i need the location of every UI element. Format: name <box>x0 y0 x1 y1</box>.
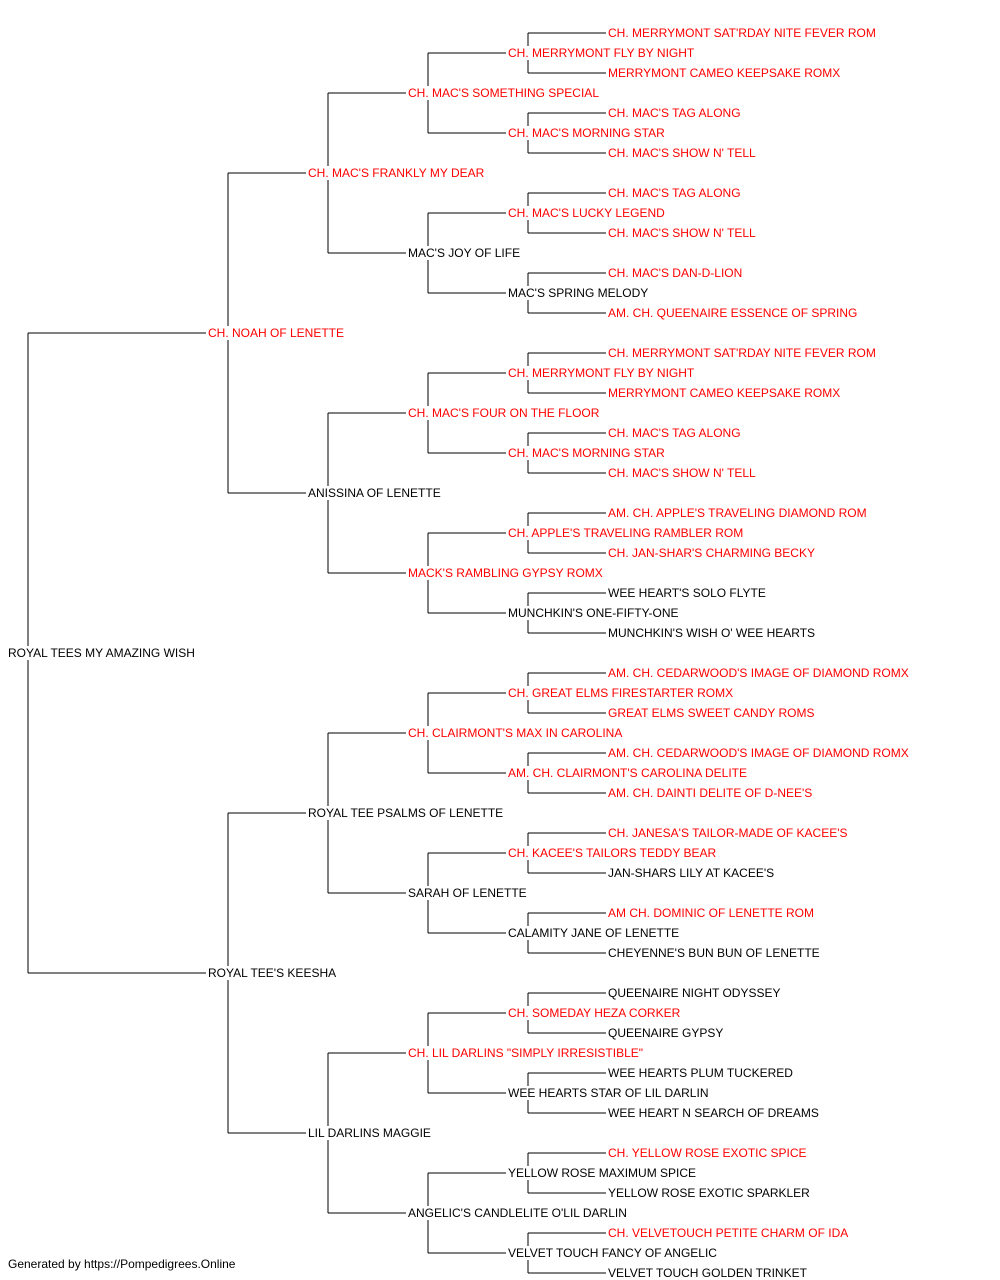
dog-name-gen-5: AM. CH. CEDARWOOD'S IMAGE OF DIAMOND ROM… <box>608 746 911 760</box>
dog-name-gen-3: SARAH OF LENETTE <box>408 886 529 900</box>
dog-name-gen-5: JAN-SHARS LILY AT KACEE'S <box>608 866 777 880</box>
dog-name-gen-5: WEE HEARTS PLUM TUCKERED <box>608 1066 795 1080</box>
dog-name-gen-5: CH. YELLOW ROSE EXOTIC SPICE <box>608 1146 809 1160</box>
dog-name-gen-5: CH. MERRYMONT SAT'RDAY NITE FEVER ROM <box>608 26 878 40</box>
dog-name-gen-3: MAC'S JOY OF LIFE <box>408 246 523 260</box>
dog-name-gen-4: CH. MAC'S LUCKY LEGEND <box>508 206 667 220</box>
dog-name-gen-4: CH. GREAT ELMS FIRESTARTER ROMX <box>508 686 736 700</box>
dog-name-gen-4: MAC'S SPRING MELODY <box>508 286 651 300</box>
dog-name-gen-5: CH. MERRYMONT SAT'RDAY NITE FEVER ROM <box>608 346 878 360</box>
dog-name-gen-5: GREAT ELMS SWEET CANDY ROMS <box>608 706 817 720</box>
dog-name-gen-5: CH. MAC'S SHOW N' TELL <box>608 226 758 240</box>
dog-name-gen-4: CH. MAC'S MORNING STAR <box>508 126 667 140</box>
dog-name-gen-4: CH. KACEE'S TAILORS TEDDY BEAR <box>508 846 719 860</box>
dog-name-gen-5: WEE HEART N SEARCH OF DREAMS <box>608 1106 821 1120</box>
dog-name-gen-5: CH. MAC'S TAG ALONG <box>608 186 743 200</box>
dog-name-gen-1: CH. NOAH OF LENETTE <box>208 326 347 340</box>
dog-name-gen-2: ROYAL TEE PSALMS OF LENETTE <box>308 806 506 820</box>
dog-name-gen-5: AM. CH. DAINTI DELITE OF D-NEE'S <box>608 786 815 800</box>
dog-name-gen-5: QUEENAIRE NIGHT ODYSSEY <box>608 986 783 1000</box>
dog-name-gen-5: MERRYMONT CAMEO KEEPSAKE ROMX <box>608 386 843 400</box>
dog-name-gen-3: CH. MAC'S SOMETHING SPECIAL <box>408 86 601 100</box>
dog-name-gen-3: MACK'S RAMBLING GYPSY ROMX <box>408 566 605 580</box>
dog-name-gen-4: CH. MAC'S MORNING STAR <box>508 446 667 460</box>
dog-name-gen-5: CH. MAC'S SHOW N' TELL <box>608 466 758 480</box>
dog-name-gen-5: AM. CH. QUEENAIRE ESSENCE OF SPRING <box>608 306 860 320</box>
dog-name-gen-5: CH. MAC'S SHOW N' TELL <box>608 146 758 160</box>
dog-name-gen-4: WEE HEARTS STAR OF LIL DARLIN <box>508 1086 711 1100</box>
dog-name-gen-5: CH. MAC'S TAG ALONG <box>608 426 743 440</box>
dog-name-gen-5: CH. MAC'S TAG ALONG <box>608 106 743 120</box>
dog-name-gen-2: CH. MAC'S FRANKLY MY DEAR <box>308 166 487 180</box>
dog-name-gen-5: MERRYMONT CAMEO KEEPSAKE ROMX <box>608 66 843 80</box>
dog-name-gen-5: CH. VELVETOUCH PETITE CHARM OF IDA <box>608 1226 851 1240</box>
dog-name-gen-5: QUEENAIRE GYPSY <box>608 1026 726 1040</box>
dog-name-gen-4: CH. SOMEDAY HEZA CORKER <box>508 1006 683 1020</box>
dog-name-gen-0: ROYAL TEES MY AMAZING WISH <box>8 646 197 660</box>
dog-name-gen-5: YELLOW ROSE EXOTIC SPARKLER <box>608 1186 812 1200</box>
dog-name-gen-5: AM CH. DOMINIC OF LENETTE ROM <box>608 906 817 920</box>
dog-name-gen-4: CH. APPLE'S TRAVELING RAMBLER ROM <box>508 526 746 540</box>
dog-name-gen-1: ROYAL TEE'S KEESHA <box>208 966 339 980</box>
dog-name-gen-4: MUNCHKIN'S ONE-FIFTY-ONE <box>508 606 681 620</box>
dog-name-gen-5: CH. JAN-SHAR'S CHARMING BECKY <box>608 546 817 560</box>
dog-name-gen-4: VELVET TOUCH FANCY OF ANGELIC <box>508 1246 719 1260</box>
dog-name-gen-2: ANISSINA OF LENETTE <box>308 486 443 500</box>
dog-name-gen-4: CH. MERRYMONT FLY BY NIGHT <box>508 46 697 60</box>
dog-name-gen-5: VELVET TOUCH GOLDEN TRINKET <box>608 1266 809 1280</box>
dog-name-gen-3: CH. MAC'S FOUR ON THE FLOOR <box>408 406 602 420</box>
dog-name-gen-3: CH. LIL DARLINS "SIMPLY IRRESISTIBLE" <box>408 1046 646 1060</box>
dog-name-gen-2: LIL DARLINS MAGGIE <box>308 1126 433 1140</box>
dog-name-gen-5: WEE HEART'S SOLO FLYTE <box>608 586 768 600</box>
dog-name-gen-5: AM. CH. CEDARWOOD'S IMAGE OF DIAMOND ROM… <box>608 666 911 680</box>
dog-name-gen-5: CH. JANESA'S TAILOR-MADE OF KACEE'S <box>608 826 850 840</box>
dog-name-gen-3: CH. CLAIRMONT'S MAX IN CAROLINA <box>408 726 625 740</box>
dog-name-gen-5: AM. CH. APPLE'S TRAVELING DIAMOND ROM <box>608 506 869 520</box>
generator-credit: Generated by https://Pompedigrees.Online <box>8 1257 236 1271</box>
dog-name-gen-4: CALAMITY JANE OF LENETTE <box>508 926 682 940</box>
dog-name-gen-5: MUNCHKIN'S WISH O' WEE HEARTS <box>608 626 818 640</box>
dog-name-gen-4: CH. MERRYMONT FLY BY NIGHT <box>508 366 697 380</box>
dog-name-gen-4: YELLOW ROSE MAXIMUM SPICE <box>508 1166 699 1180</box>
dog-name-gen-3: ANGELIC'S CANDLELITE O'LIL DARLIN <box>408 1206 629 1220</box>
dog-name-gen-5: CH. MAC'S DAN-D-LION <box>608 266 745 280</box>
dog-name-gen-5: CHEYENNE'S BUN BUN OF LENETTE <box>608 946 822 960</box>
dog-name-gen-4: AM. CH. CLAIRMONT'S CAROLINA DELITE <box>508 766 749 780</box>
